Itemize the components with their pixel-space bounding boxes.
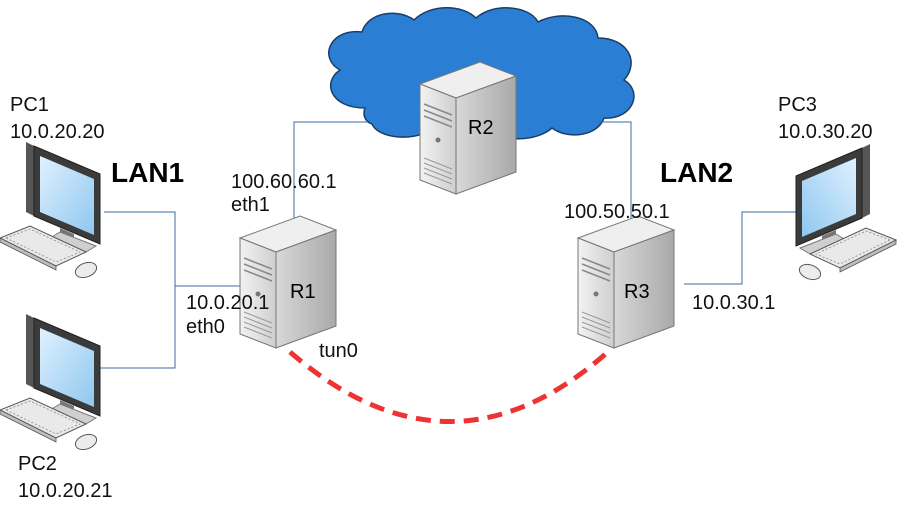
r3-wan-ip: 100.50.50.1 bbox=[564, 201, 670, 223]
wire-pc1-switch bbox=[104, 211, 242, 287]
tunnel-tun0 bbox=[288, 348, 612, 424]
r1-tunnel-name: tun0 bbox=[319, 340, 358, 362]
pc3-ip: 10.0.30.20 bbox=[778, 121, 873, 143]
pc1-workstation-icon bbox=[0, 141, 101, 281]
pc1-name: PC1 bbox=[10, 94, 49, 116]
wire-pc2-switch bbox=[92, 286, 176, 369]
router-r3-label: R3 bbox=[624, 281, 650, 303]
router-r3: R3 bbox=[577, 215, 675, 349]
router-r2: R2 bbox=[419, 61, 517, 195]
pc2-ip: 10.0.20.21 bbox=[18, 480, 113, 502]
router-r1: R1 bbox=[239, 215, 337, 349]
pc1-ip: 10.0.20.20 bbox=[10, 121, 105, 143]
wire-r2-r3 bbox=[598, 121, 632, 224]
lan1-label: LAN1 bbox=[111, 157, 184, 188]
r1-eth1-name: eth1 bbox=[231, 194, 270, 216]
r1-eth1-ip: 100.60.60.1 bbox=[231, 171, 337, 193]
wires bbox=[92, 121, 805, 369]
pc3-name: PC3 bbox=[778, 94, 817, 116]
r1-eth0-ip: 10.0.20.1 bbox=[186, 292, 269, 314]
pc2-name: PC2 bbox=[18, 453, 57, 475]
wire-r3-pc3 bbox=[684, 211, 805, 285]
r3-lan-ip: 10.0.30.1 bbox=[692, 292, 775, 314]
wire-r1-r2 bbox=[293, 121, 368, 224]
router-r2-label: R2 bbox=[468, 117, 494, 139]
router-r1-label: R1 bbox=[290, 281, 316, 303]
pc2-workstation-icon bbox=[0, 313, 101, 453]
r1-eth0-name: eth0 bbox=[186, 316, 225, 338]
pc3-workstation-icon bbox=[795, 143, 897, 283]
lan2-label: LAN2 bbox=[660, 157, 733, 188]
